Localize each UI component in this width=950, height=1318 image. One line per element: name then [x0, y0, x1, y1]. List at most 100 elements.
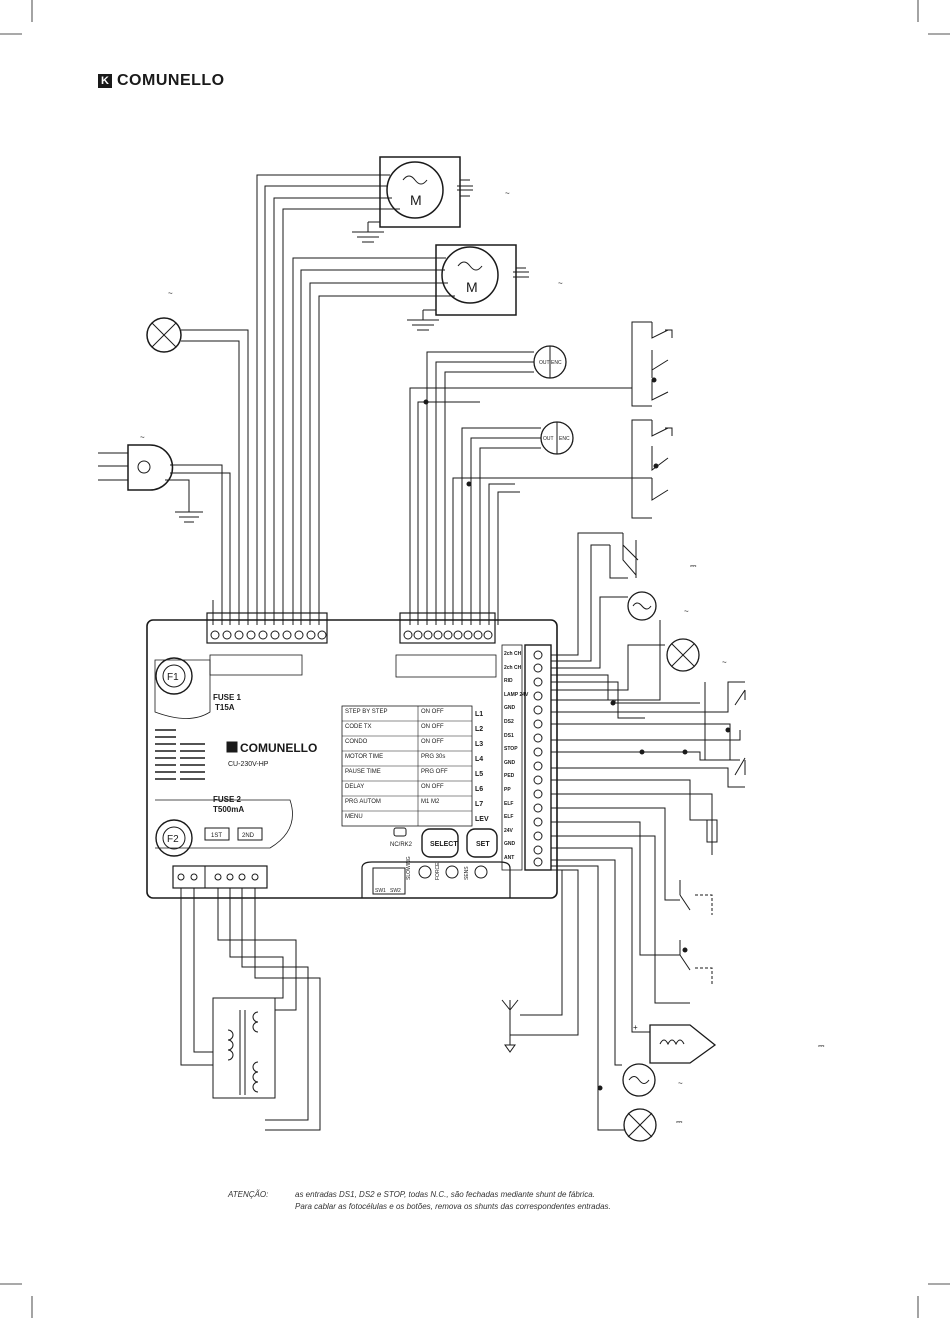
- sw1-label: SW1: [375, 888, 386, 894]
- tap-1st: 1ST: [211, 833, 222, 839]
- led-label: L3: [475, 741, 484, 748]
- select-button-label: SELECT: [430, 841, 458, 848]
- terminal-label: GND: [504, 705, 516, 712]
- led-label: L2: [475, 726, 484, 733]
- board-model: CU-230V-HP: [228, 761, 269, 768]
- tap-2nd: 2ND: [242, 833, 255, 839]
- fuse-1-value: T15A: [215, 703, 235, 712]
- motor-2: M ~: [407, 244, 563, 331]
- menu-row-name: MENU: [345, 814, 363, 820]
- motor-wires: [256, 174, 455, 625]
- terminal-label: RID: [504, 678, 513, 685]
- menu-row-name: MOTOR TIME: [345, 754, 384, 760]
- terminal-label: LAMP 24V: [504, 691, 529, 698]
- encoder-2: OUT ENC: [491, 421, 574, 455]
- fuse-1-label: FUSE 1: [213, 693, 242, 702]
- led-label: L1: [475, 711, 484, 718]
- ac-source-2-tilde: ~: [678, 1079, 683, 1088]
- logo-mark-icon: K: [98, 74, 112, 88]
- encoder-1: OUT ENC: [484, 345, 567, 379]
- svg-text:+: +: [633, 1023, 638, 1032]
- menu-row-name: PAUSE TIME: [345, 769, 381, 775]
- fuse-2-label: FUSE 2: [213, 795, 242, 804]
- motor-1: M ~: [352, 156, 510, 243]
- menu-row-value: PRG OFF: [421, 769, 448, 775]
- lamp-ac: ~: [168, 289, 173, 298]
- led-label: L6: [475, 786, 484, 793]
- terminal-label: 2ch CH: [504, 651, 522, 657]
- terminal-label: ANT: [504, 855, 515, 861]
- menu-row-name: STEP BY STEP: [345, 709, 388, 715]
- safety-switches: [704, 682, 746, 776]
- push-buttons: [679, 880, 713, 985]
- board-brand: COMUNELLO: [240, 741, 317, 755]
- transformer: [180, 888, 321, 1131]
- motor-1-symbol: M: [410, 192, 422, 208]
- terminal-label: DS1: [504, 732, 514, 739]
- brand-logo: K COMUNELLO: [98, 72, 225, 90]
- antenna: [501, 999, 519, 1053]
- limit-switches-1: [631, 322, 673, 407]
- terminal-label: STOP: [504, 746, 518, 753]
- terminal-label: DS2: [504, 719, 514, 725]
- resistor: [706, 819, 718, 843]
- trimmer-label: FORCE: [435, 862, 441, 881]
- ac-source-2: ~: [622, 1063, 683, 1097]
- control-board: F1 FUSE 1 T15A F2 FUSE 2 T500mA 1ST 2ND …: [146, 612, 558, 899]
- terminal-label: 2ch CH: [504, 664, 522, 671]
- led-label: L4: [475, 756, 484, 763]
- key-dc: ⎓: [690, 561, 697, 570]
- note-line-2: Para cablar as fotocélulas e os botões, …: [295, 1202, 611, 1211]
- motor-2-ac: ~: [558, 279, 563, 288]
- nc-rk2-label: NC/RK2: [390, 842, 413, 848]
- limit-switches-2: [631, 419, 673, 519]
- courtesy-lamp-tilde: ~: [722, 658, 727, 667]
- signal-lamp: ⎓: [623, 1108, 683, 1142]
- encoder-wires: [409, 321, 652, 625]
- plug-ac: ~: [140, 433, 145, 442]
- flashing-lamp: ~: [146, 289, 249, 625]
- note-line-1: as entradas DS1, DS2 e STOP, todas N.C.,…: [295, 1190, 595, 1199]
- courtesy-lamp: ~: [666, 638, 727, 672]
- led-label: LEV: [475, 816, 489, 823]
- menu-row-name: PRG AUTOM: [345, 799, 381, 805]
- photocell: + ⎓: [633, 1023, 825, 1064]
- set-button-label: SET: [476, 841, 490, 848]
- menu-row-name: DELAY: [345, 784, 365, 790]
- motor-1-ac: ~: [505, 189, 510, 198]
- photocell-dc: ⎓: [818, 1041, 825, 1050]
- terminal-label: ELF: [504, 800, 514, 807]
- led-label: L7: [475, 801, 484, 808]
- encoder-2-label: ENC: [559, 436, 570, 442]
- switch-key: ⎓: [622, 540, 697, 578]
- menu-row-name: CODE TX: [345, 724, 372, 730]
- signal-lamp-dc: ⎓: [676, 1117, 683, 1126]
- menu-row-value: ON OFF: [421, 739, 444, 745]
- mains-plug: ~: [98, 433, 231, 625]
- trimmer-label: SENS: [464, 866, 470, 880]
- fuse-1-circle-label: F1: [167, 672, 179, 683]
- ac-source-1: ~: [627, 591, 689, 621]
- menu-row-value: ON OFF: [421, 709, 444, 715]
- led-label: L5: [475, 771, 484, 778]
- note-label: ATENÇÃO:: [228, 1190, 269, 1199]
- menu-row-value: M1 M2: [421, 799, 440, 805]
- terminal-label: PED: [504, 773, 515, 780]
- motor-2-symbol: M: [466, 279, 478, 295]
- menu-row-value: ON OFF: [421, 724, 444, 730]
- menu-row-value: PRG 30s: [421, 754, 446, 760]
- menu-row-name: CONDO: [345, 739, 368, 745]
- terminal-label: ELF: [504, 814, 514, 821]
- svg-text:OUT: OUT: [543, 436, 554, 442]
- sw2-label: SW2: [390, 888, 401, 894]
- encoder-1-label: ENC: [551, 360, 562, 366]
- menu-row-value: ON OFF: [421, 784, 444, 790]
- fuse-2-circle-label: F2: [167, 834, 179, 845]
- logo-text: COMUNELLO: [117, 72, 225, 89]
- svg-text:OUT: OUT: [539, 360, 550, 366]
- ac-source-1-tilde: ~: [684, 607, 689, 616]
- fuse-2-value: T500mA: [213, 805, 244, 814]
- terminal-label: PP: [504, 787, 511, 793]
